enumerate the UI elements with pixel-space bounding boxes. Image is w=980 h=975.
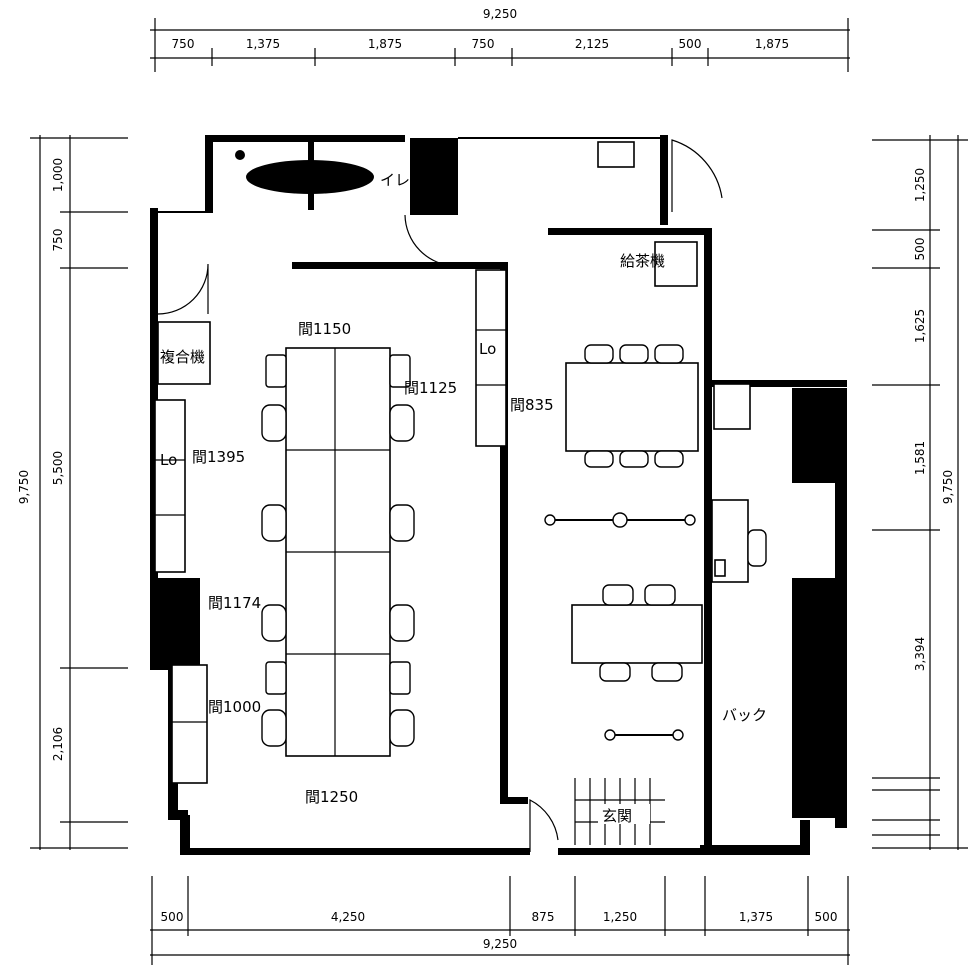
left-dimension-2: 750 bbox=[51, 229, 65, 252]
top-dimension-6: 500 bbox=[679, 37, 702, 51]
wc-label: イレ bbox=[380, 171, 410, 189]
left-dimension-1: 1,000 bbox=[51, 158, 65, 192]
meeting-table-2 bbox=[571, 604, 703, 664]
left-total-dimension: 9,750 bbox=[17, 470, 31, 504]
gap-label-1174: 間1174 bbox=[208, 594, 261, 612]
multifunction-device-label: 複合機 bbox=[160, 348, 205, 366]
locker-left bbox=[154, 399, 186, 573]
top-dimension-7: 1,875 bbox=[755, 37, 789, 51]
bottom-dimension-6: 500 bbox=[815, 910, 838, 924]
gap-label-1395: 間1395 bbox=[192, 448, 245, 466]
walls bbox=[150, 135, 847, 855]
bottom-dimension-5: 1,375 bbox=[739, 910, 773, 924]
kitchenette: 給茶機 bbox=[597, 141, 698, 287]
top-dimension-2: 1,375 bbox=[246, 37, 280, 51]
multifunction-device-box bbox=[157, 321, 211, 385]
desk-island bbox=[261, 347, 415, 757]
left-dimensions: 9,750 1,000 750 5,500 2,106 bbox=[17, 135, 128, 850]
bottom-dimension-1: 500 bbox=[161, 910, 184, 924]
locker-left-label: Lo bbox=[160, 451, 177, 469]
bottom-total-dimension: 9,250 bbox=[483, 937, 517, 951]
clearance-labels: 間1150 間1125 間1395 間835 間1174 間1000 間1250 bbox=[192, 320, 554, 806]
right-total-dimension: 9,750 bbox=[941, 470, 955, 504]
right-storage: Lo bbox=[475, 269, 507, 447]
right-dimension-5: 3,394 bbox=[913, 637, 927, 671]
left-fixtures: 複合機 Lo bbox=[154, 321, 211, 784]
gap-label-1150: 間1150 bbox=[298, 320, 351, 338]
right-dimension-4: 1,581 bbox=[913, 441, 927, 475]
kitchenette-label: 給茶機 bbox=[620, 252, 665, 270]
bottom-dimension-3: 875 bbox=[532, 910, 555, 924]
right-dimension-2: 500 bbox=[913, 238, 927, 261]
bottom-dimensions: 500 4,250 875 1,250 1,375 500 9,250 bbox=[150, 876, 850, 965]
locker-right bbox=[475, 269, 507, 447]
entrance-label: 玄関 bbox=[602, 807, 632, 825]
left-dimension-3: 5,500 bbox=[51, 451, 65, 485]
right-dimension-3: 1,625 bbox=[913, 309, 927, 343]
back-room-label: バック bbox=[722, 706, 767, 724]
top-dimension-4: 750 bbox=[472, 37, 495, 51]
right-dimension-1: 1,250 bbox=[913, 168, 927, 202]
top-dimension-5: 2,125 bbox=[575, 37, 609, 51]
right-dimensions: 1,250 500 1,625 1,581 3,394 9,750 bbox=[872, 135, 968, 850]
top-dimensions: 9,250 750 1,375 1,875 750 2,125 500 1,87… bbox=[150, 7, 850, 72]
gap-label-1125: 間1125 bbox=[404, 379, 457, 397]
meeting-area bbox=[544, 344, 703, 741]
meeting-table-1 bbox=[565, 362, 699, 452]
gap-label-1250: 間1250 bbox=[305, 788, 358, 806]
bottom-dimension-4: 1,250 bbox=[603, 910, 637, 924]
wc-room: イレ bbox=[235, 150, 410, 194]
gap-label-835: 間835 bbox=[510, 396, 554, 414]
gap-label-1000: 間1000 bbox=[208, 698, 261, 716]
back-room: バック bbox=[711, 383, 767, 724]
top-dimension-1: 750 bbox=[172, 37, 195, 51]
locker-right-label: Lo bbox=[479, 340, 496, 358]
top-total-dimension: 9,250 bbox=[483, 7, 517, 21]
bottom-dimension-2: 4,250 bbox=[331, 910, 365, 924]
entrance: 玄関 bbox=[574, 778, 665, 845]
doors bbox=[157, 139, 723, 852]
cabinet-left bbox=[171, 664, 208, 784]
top-dimension-3: 1,875 bbox=[368, 37, 402, 51]
left-dimension-4: 2,106 bbox=[51, 727, 65, 761]
